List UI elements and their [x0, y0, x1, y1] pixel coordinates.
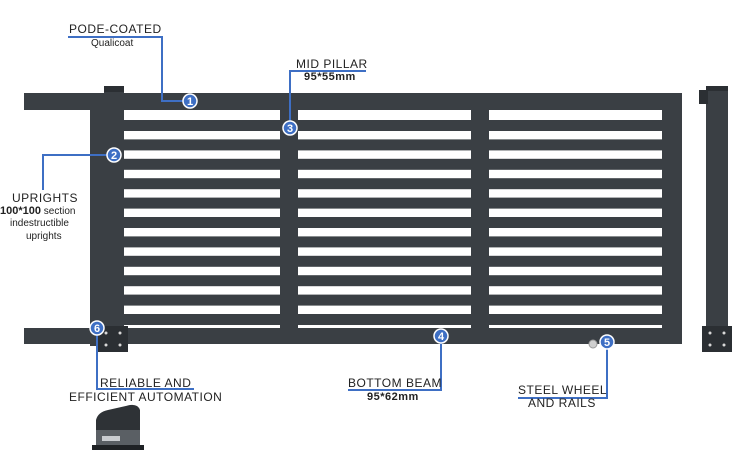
slat: [124, 120, 662, 131]
left-upright: [104, 86, 124, 348]
leader-line-4: [348, 336, 442, 391]
callout-number-2: 2: [111, 150, 117, 162]
callout-badge-4: [433, 328, 449, 344]
bolt: [104, 331, 108, 335]
bolt: [104, 343, 108, 347]
callout-number-5: 5: [604, 337, 610, 349]
slat: [124, 314, 662, 325]
bolt: [118, 331, 122, 335]
latch: [699, 90, 708, 104]
callout-5-title: STEEL WHEEL: [518, 383, 608, 397]
mid-pillar-1: [280, 96, 298, 332]
callout-number-1: 1: [187, 96, 193, 108]
callout-1-title: PODE-COATED: [69, 22, 162, 36]
callout-number-4: 4: [438, 331, 445, 343]
bolt: [118, 343, 122, 347]
slat: [124, 158, 662, 170]
slat: [124, 255, 662, 267]
callout-2-subtitle-bold: 100*100: [0, 205, 41, 217]
callout-badge-1: [182, 93, 198, 109]
callout-badge-5: [599, 334, 615, 350]
leader-line-6: [96, 328, 194, 390]
right-post-cap: [706, 86, 728, 91]
leader-line-2: [42, 154, 112, 190]
slat: [124, 236, 662, 248]
slat: [124, 294, 662, 306]
callout-2-line3: indestructible: [10, 218, 69, 229]
callout-badge-6: [89, 320, 105, 336]
leader-line-3: [289, 70, 366, 128]
callout-4-subtitle: 95*62mm: [367, 391, 419, 403]
bolt: [722, 343, 726, 347]
slat: [124, 217, 662, 228]
callout-2-line4: uprights: [26, 231, 62, 242]
callout-1-subtitle: Qualicoat: [91, 38, 134, 49]
right-base-plate: [702, 326, 732, 352]
gate-motor-icon: [92, 404, 144, 450]
callout-2-subtitle-rest: section: [43, 206, 76, 217]
right-gate-end: [662, 96, 682, 332]
callout-3-subtitle: 95*55mm: [304, 71, 356, 83]
callout-6-title: RELIABLE AND: [100, 376, 192, 390]
leader-line-5: [518, 342, 608, 399]
callout-number-3: 3: [287, 123, 293, 135]
callout-6-subtitle: EFFICIENT AUTOMATION: [69, 390, 223, 404]
callout-4-title: BOTTOM BEAM: [348, 376, 442, 390]
bolt: [722, 331, 726, 335]
slat: [124, 197, 662, 209]
callout-badge-2: [106, 147, 122, 163]
callout-3-title: MID PILLAR: [296, 57, 368, 71]
mid-pillar-2: [471, 96, 489, 332]
bolt: [708, 343, 712, 347]
slat: [124, 275, 662, 287]
leader-lines: [42, 36, 608, 399]
callout-number-6: 6: [94, 323, 100, 335]
callout-5-subtitle: AND RAILS: [528, 396, 596, 410]
gate-frame: [24, 86, 732, 352]
slat: [124, 139, 662, 151]
steel-wheel: [588, 339, 598, 349]
right-receiving-post: [706, 86, 728, 348]
bottom-beam: [24, 328, 682, 344]
left-upright-cap: [104, 86, 124, 92]
callout-badges: 1 2 3 4 5 6: [89, 93, 615, 350]
callout-badge-3: [282, 120, 298, 136]
slat: [124, 178, 662, 190]
callout-2-subtitle: 100*100 section: [0, 205, 75, 217]
horizontal-slats: [124, 120, 662, 325]
callout-2-title: UPRIGHTS: [12, 191, 79, 205]
leader-line-1: [68, 36, 190, 102]
left-fixed-post: [90, 96, 104, 346]
bolt: [708, 331, 712, 335]
